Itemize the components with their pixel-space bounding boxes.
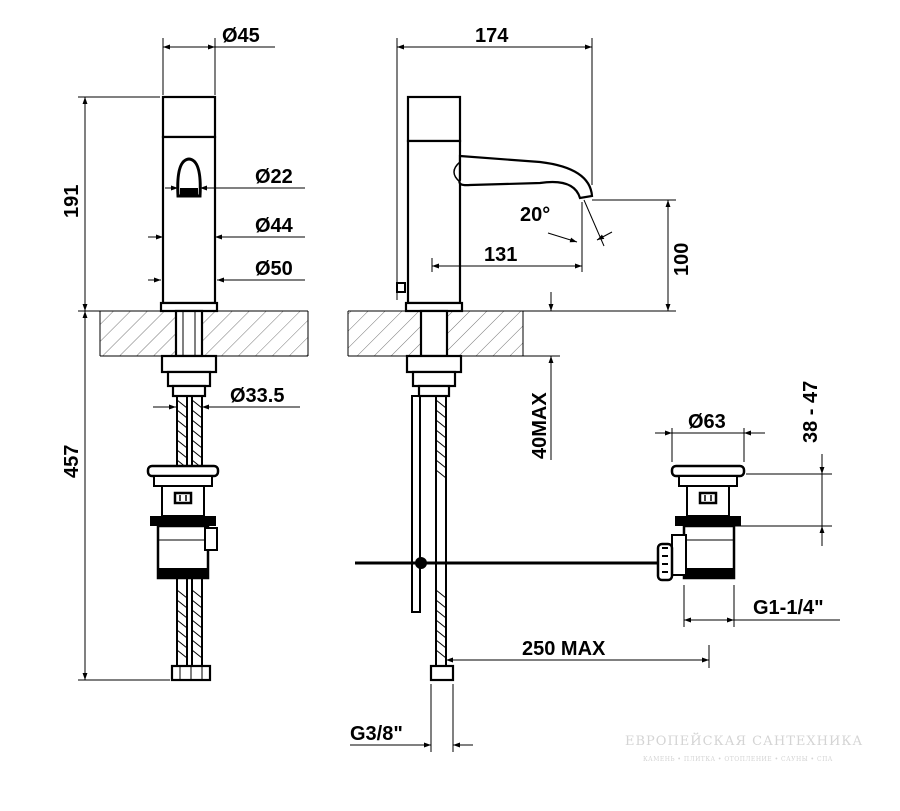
- side-waste-valve: [656, 464, 746, 582]
- front-waste-valve: [146, 464, 220, 580]
- dim-side-spout-height: 100: [671, 243, 693, 276]
- pull-rod: [355, 557, 660, 569]
- dim-side-reach: 174: [475, 25, 509, 47]
- dim-front-total: 457: [61, 445, 83, 478]
- dim-waste-diameter: Ø63: [688, 411, 726, 433]
- side-hoses: [411, 395, 455, 682]
- dim-front-height: 191: [61, 185, 83, 218]
- dim-hose-thread: G3/8": [350, 723, 403, 745]
- dimension-lines: [78, 38, 840, 752]
- watermark-title: ЕВРОПЕЙСКАЯ САНТЕХНИКА: [625, 732, 863, 749]
- dim-side-angle: 20°: [520, 204, 550, 226]
- dim-front-lever: Ø22: [255, 166, 293, 188]
- dim-rod-length: 250 MAX: [522, 638, 606, 660]
- dim-front-shank: Ø33.5: [230, 385, 284, 407]
- dim-front-width-top: Ø45: [222, 25, 260, 47]
- dim-waste-thread: G1-1/4": [753, 597, 824, 619]
- dim-front-base: Ø50: [255, 258, 293, 280]
- watermark-subtitle: КАМЕНЬ • ПЛИТКА • ОТОПЛЕНИЕ • САУНЫ • СП…: [643, 756, 833, 763]
- side-view-faucet: [396, 95, 594, 398]
- dim-side-spout-reach: 131: [484, 244, 517, 266]
- front-view-faucet: [159, 95, 219, 398]
- dim-side-max-deck: 40MAX: [529, 392, 551, 459]
- countertop-section-left: [99, 310, 309, 357]
- dim-waste-height: 38 - 47: [800, 381, 822, 443]
- dim-front-body: Ø44: [255, 215, 294, 237]
